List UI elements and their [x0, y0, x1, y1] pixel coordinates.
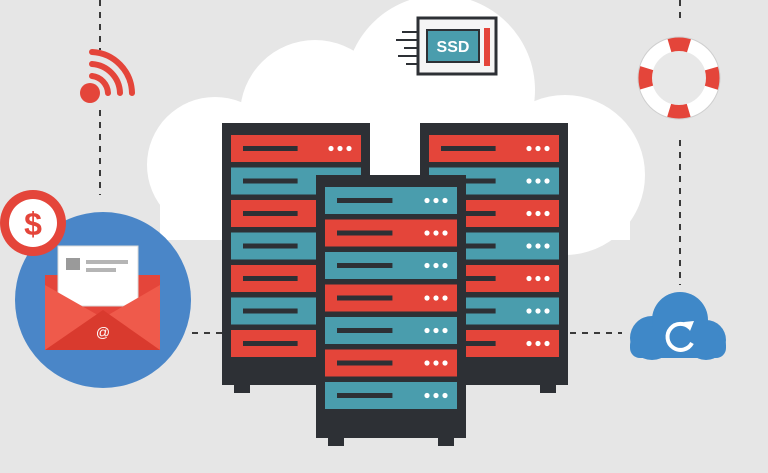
- server-unit: [325, 349, 457, 377]
- server-rack-right: [420, 123, 568, 393]
- server-unit: [325, 252, 457, 279]
- at-symbol: @: [96, 324, 110, 340]
- server-unit: [325, 187, 457, 214]
- dollar-symbol: $: [24, 206, 42, 242]
- server-unit: [325, 382, 457, 409]
- server-rack-center: [316, 175, 466, 446]
- lifebuoy-icon: [637, 36, 721, 120]
- email-letter: [57, 245, 139, 307]
- server-rack-left: [222, 123, 370, 393]
- ssd-drive-icon: SSD: [396, 16, 498, 76]
- server-unit: [231, 135, 361, 162]
- server-unit: [325, 219, 457, 247]
- ssd-label: SSD: [437, 39, 470, 56]
- email-icon: @: [15, 212, 191, 388]
- server-unit: [429, 135, 559, 162]
- server-racks: [222, 123, 568, 446]
- server-unit: [325, 284, 457, 312]
- cloud-sync-icon: [630, 292, 726, 360]
- wifi-icon: [80, 49, 135, 103]
- server-unit: [325, 317, 457, 344]
- dollar-icon: $: [0, 190, 66, 256]
